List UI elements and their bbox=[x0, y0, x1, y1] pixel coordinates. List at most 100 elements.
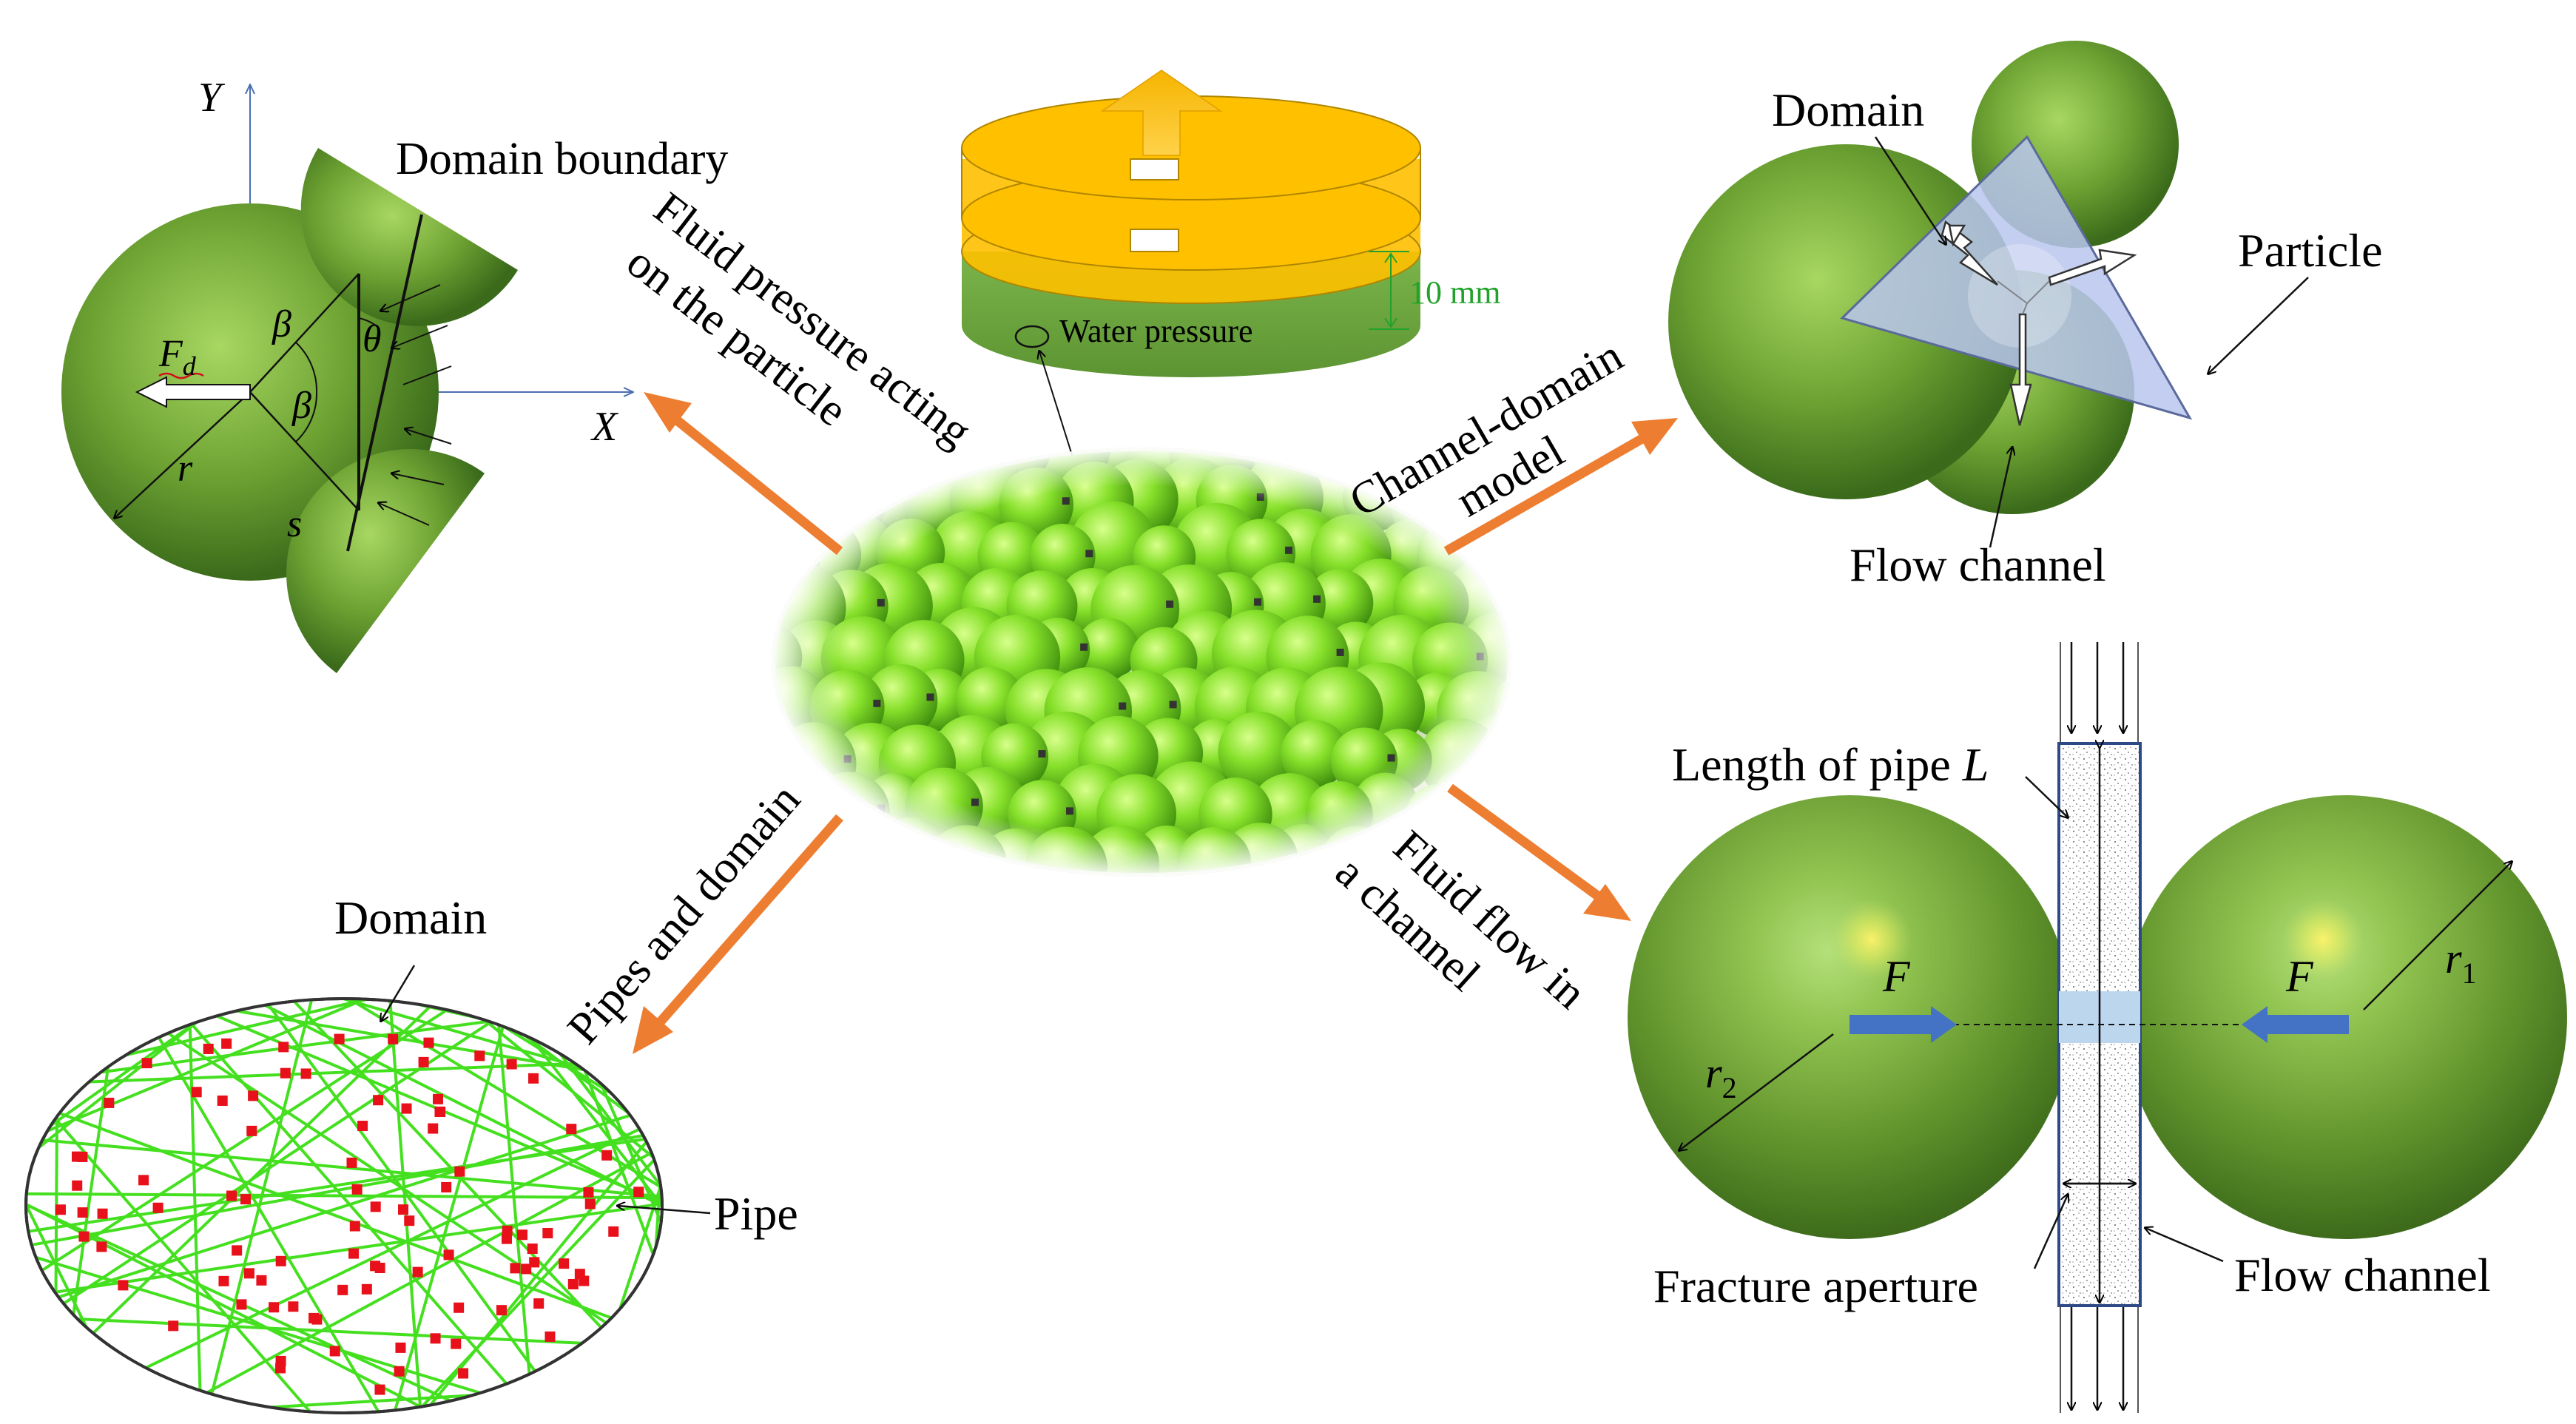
leader-domain bbox=[1874, 136, 1946, 244]
pipe-segment bbox=[530, 1037, 662, 1207]
domain-marker bbox=[579, 1275, 590, 1286]
domain-marker bbox=[280, 1067, 291, 1079]
force-arrow-right bbox=[2242, 1006, 2349, 1043]
pipe-segment bbox=[26, 1204, 88, 1329]
domain-marker bbox=[412, 1266, 423, 1278]
pipe-segment bbox=[270, 1394, 473, 1409]
domain-marker bbox=[584, 1198, 596, 1209]
domain-marker bbox=[357, 1121, 368, 1132]
radius-r1 bbox=[2363, 862, 2512, 1010]
outflow-arrows bbox=[2071, 1306, 2123, 1409]
particle-cluster bbox=[772, 442, 1511, 877]
domain-marker bbox=[329, 1346, 340, 1357]
domain-marker bbox=[269, 1302, 280, 1313]
label-thickness: 10 mm bbox=[1409, 274, 1500, 311]
force-arrow-left bbox=[1850, 1006, 1957, 1043]
theta-arc bbox=[358, 317, 377, 326]
pipe-segment bbox=[190, 1022, 508, 1385]
label-arc-s: s bbox=[287, 503, 302, 545]
domain-marker bbox=[300, 1068, 311, 1079]
water-inlet-hole bbox=[1014, 325, 1050, 348]
label-domain-boundary: Domain boundary bbox=[396, 134, 728, 184]
domain-marker bbox=[288, 1301, 299, 1312]
domain-marker bbox=[430, 1333, 441, 1344]
label-group-fluid-flow: Fluid flow in a channel bbox=[1326, 821, 1595, 1019]
domain-marker bbox=[443, 1249, 454, 1261]
domain-marker bbox=[559, 1258, 570, 1269]
domain-marker bbox=[226, 1190, 237, 1201]
drag-force-arrow bbox=[135, 376, 251, 408]
domain-marker bbox=[533, 1298, 544, 1309]
cluster-pore-marker bbox=[1325, 849, 1333, 857]
pipe-network bbox=[26, 999, 662, 1413]
domain-marker bbox=[454, 1166, 465, 1177]
domain-marker bbox=[423, 1037, 434, 1048]
label-particle: Particle bbox=[2238, 224, 2382, 277]
domain-marker bbox=[521, 1263, 532, 1275]
domain-marker bbox=[275, 1363, 286, 1374]
pipe-segment bbox=[236, 1009, 584, 1072]
domain-marker bbox=[516, 1229, 527, 1241]
glow-right bbox=[2282, 899, 2364, 980]
domain-marker bbox=[203, 1043, 214, 1054]
leader-pipe bbox=[618, 1206, 711, 1215]
water-pressure-specimen: Water pressure 10 mm bbox=[961, 70, 1500, 482]
cluster-ball bbox=[775, 451, 800, 488]
domain-marker bbox=[501, 1233, 512, 1244]
leader-flow-channel-bottom bbox=[2145, 1228, 2224, 1263]
cluster-pore-marker bbox=[1196, 442, 1204, 450]
domain-marker bbox=[275, 1255, 286, 1266]
pressure-cap-top bbox=[961, 95, 1421, 200]
domain-marker bbox=[97, 1208, 108, 1219]
domain-marker bbox=[633, 1187, 644, 1198]
pipe-segment bbox=[429, 1141, 648, 1406]
label-force-right: F bbox=[2285, 952, 2314, 1001]
domain-marker bbox=[243, 1268, 254, 1279]
label-water-pressure: Water pressure bbox=[1059, 313, 1253, 349]
domain-marker bbox=[566, 1124, 577, 1135]
domain-marker bbox=[370, 1201, 381, 1212]
domain-marker bbox=[78, 1231, 90, 1242]
domain-marker bbox=[104, 1097, 115, 1108]
pipe-segment bbox=[559, 1053, 662, 1187]
domain-marker bbox=[240, 1194, 252, 1205]
label-length-of-pipe: Length of pipe L bbox=[1672, 738, 1989, 791]
domain-marker bbox=[55, 1204, 66, 1215]
cluster-ball bbox=[1499, 781, 1508, 851]
domain-marker bbox=[218, 1275, 229, 1286]
label-r1: r1 bbox=[2445, 934, 2477, 990]
cluster-pore-marker bbox=[843, 443, 850, 451]
label-fracture-aperture: Fracture aperture bbox=[1653, 1260, 1978, 1312]
cluster-ball bbox=[825, 451, 908, 493]
label-beta-bottom: β bbox=[291, 385, 311, 427]
pipe-segment bbox=[101, 1019, 490, 1074]
domain-marker bbox=[404, 1215, 415, 1226]
domain-marker bbox=[510, 1263, 521, 1274]
label-flow-channel-bottom: Flow channel bbox=[2234, 1249, 2491, 1301]
arrow-to-pipes-domain bbox=[633, 814, 843, 1054]
domain-marker bbox=[72, 1180, 83, 1191]
pipe-segment bbox=[47, 999, 366, 1133]
arrow-to-pressure-diagram bbox=[644, 392, 843, 556]
pipe-segment bbox=[394, 1025, 505, 1411]
pipe-segment bbox=[26, 1192, 662, 1200]
domain-marker bbox=[496, 1305, 507, 1316]
domain-marker bbox=[418, 1056, 429, 1067]
domain-marker bbox=[567, 1278, 579, 1289]
label-axis-x: X bbox=[590, 404, 619, 450]
domain-marker bbox=[361, 1283, 372, 1295]
pipes-domain-network: Domain Pipe bbox=[24, 891, 798, 1414]
pipe-segment bbox=[89, 1062, 576, 1084]
domain-marker bbox=[96, 1241, 107, 1252]
pipe-segment bbox=[157, 1036, 380, 1413]
pipe-segment bbox=[388, 1000, 422, 1407]
pipe-segment bbox=[41, 1008, 448, 1272]
label-force-fd: Fd bbox=[158, 333, 197, 381]
pipe-segment bbox=[583, 1070, 655, 1255]
domain-marker bbox=[351, 1184, 363, 1195]
domain-marker bbox=[401, 1103, 412, 1114]
cluster-pore-marker bbox=[789, 451, 797, 454]
arrow-to-channel-domain bbox=[1443, 418, 1678, 556]
neighbour-particle-top bbox=[300, 148, 518, 326]
